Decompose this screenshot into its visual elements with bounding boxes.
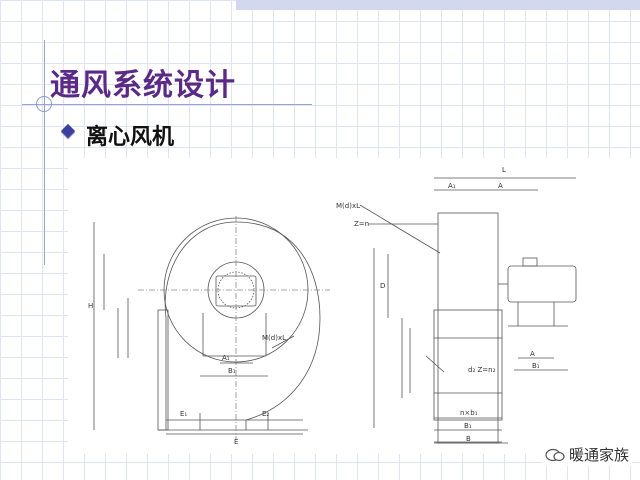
- label-B1-side: B₁: [464, 422, 472, 430]
- motor-body: [507, 265, 577, 303]
- label-side-note: M(d)xL: [336, 202, 360, 210]
- title-node-circle: [36, 96, 52, 112]
- outlet-frame: [433, 309, 503, 421]
- label-d2z: d₂ Z=n₂: [468, 366, 496, 374]
- top-decor-band: [236, 0, 640, 10]
- title-rule-vertical: [44, 40, 45, 265]
- label-front-note: M(d)xL: [262, 334, 286, 342]
- label-B-side: B: [466, 435, 471, 443]
- watermark: 暖通家族: [541, 443, 632, 466]
- label-B-motor: B₁: [532, 362, 540, 370]
- label-A1-top: A₁: [448, 182, 456, 190]
- label-A1-front: A₁: [222, 354, 230, 362]
- label-A-side: A: [530, 350, 535, 358]
- bullet-text: 离心风机: [86, 125, 175, 150]
- label-H: H: [88, 302, 93, 310]
- label-D: D: [380, 282, 385, 290]
- title-rule-horizontal: [22, 104, 312, 105]
- outlet-flange: [157, 309, 169, 431]
- fan-housing-scroll: [164, 221, 321, 430]
- drawing-svg: M(d)xL M(d)xL Z=n d₂ Z=n₂ L A₁ A E₁ E₂ E…: [88, 166, 577, 446]
- label-A-top: A: [498, 182, 503, 190]
- label-E1: E₁: [180, 410, 187, 418]
- label-E2: E₂: [262, 410, 269, 418]
- label-z: Z=n: [354, 220, 369, 228]
- watermark-text: 暖通家族: [568, 446, 629, 464]
- label-B1-front: B₁: [228, 367, 236, 375]
- slide-title: 通风系统设计: [50, 68, 236, 103]
- label-nxb: n×b₁: [460, 409, 478, 417]
- label-L: L: [502, 166, 506, 174]
- fan-technical-drawing: M(d)xL M(d)xL Z=n d₂ Z=n₂ L A₁ A E₁ E₂ E…: [68, 158, 640, 454]
- chat-bubble-icon: [545, 448, 565, 461]
- label-E: E: [234, 438, 238, 446]
